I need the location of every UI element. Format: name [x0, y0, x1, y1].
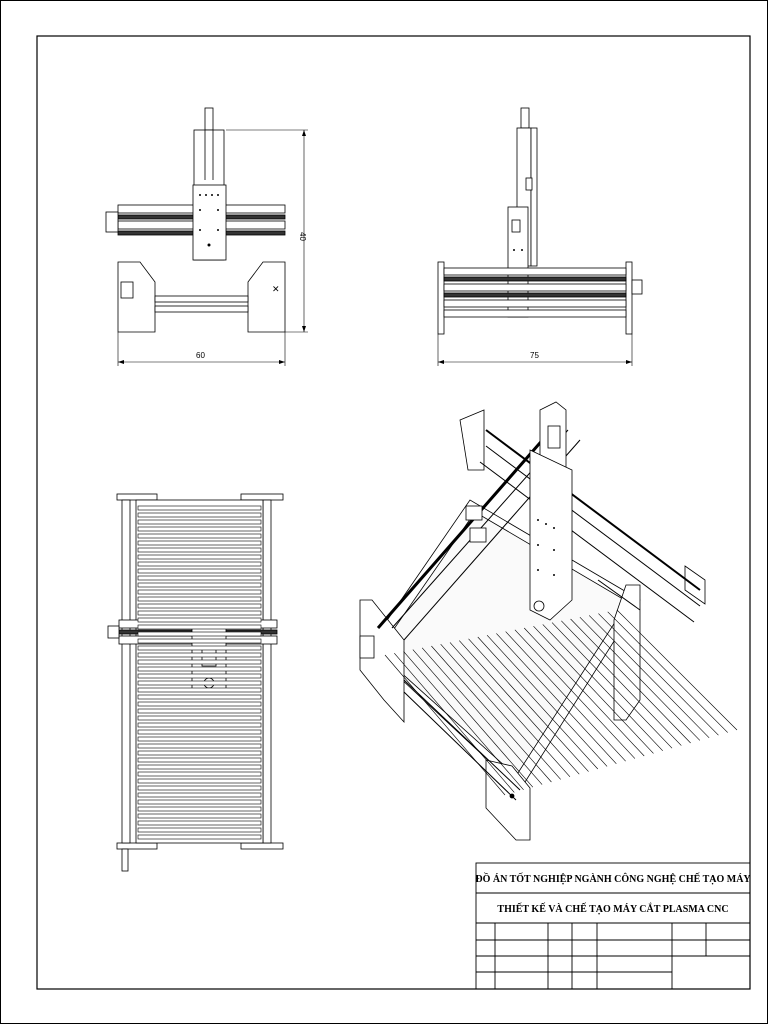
table-slat: [137, 645, 262, 651]
table-slat: [137, 820, 262, 826]
table-slat: [137, 617, 262, 623]
table-slat: [137, 680, 262, 686]
iso-table-slat: [421, 647, 543, 785]
iso-table-slat: [477, 636, 599, 770]
project-title: ĐỒ ÁN TỐT NGHIỆP NGÀNH CÔNG NGHỆ CHẾ TẠO…: [475, 872, 751, 885]
drawing-frame: [36, 35, 751, 990]
side-width-dimension: 75: [530, 351, 539, 360]
side-view: [437, 107, 643, 366]
table-slat: [137, 589, 262, 595]
table-slat: [137, 652, 262, 658]
isometric-view: [359, 401, 706, 841]
table-slat: [137, 610, 262, 616]
iso-table-slat: [468, 638, 589, 772]
table-slat: [137, 827, 262, 833]
iso-table-slat: [579, 616, 701, 741]
table-slat: [137, 792, 262, 798]
table-slat: [137, 757, 262, 763]
table-slat: [137, 582, 262, 588]
table-slat: [137, 603, 262, 609]
table-slat: [137, 505, 262, 511]
table-slat: [137, 659, 262, 665]
iso-table-slat: [598, 613, 719, 736]
table-slat: [137, 708, 262, 714]
table-slat: [137, 533, 262, 539]
table-slat: [137, 771, 262, 777]
iso-table-slat: [431, 645, 552, 783]
table-slat: [137, 806, 262, 812]
table-slat: [137, 764, 262, 770]
iso-table-slat: [440, 644, 561, 780]
table-slat: [137, 834, 262, 840]
table-slat: [137, 547, 262, 553]
table-slat: [137, 701, 262, 707]
iso-table-slat: [394, 653, 515, 793]
iso-table-slat: [588, 615, 710, 739]
front-height-dimension: 40: [298, 232, 307, 241]
iso-table-slat: [514, 629, 636, 759]
table-slat: [137, 736, 262, 742]
table-slat: [137, 813, 262, 819]
front-view: ✕: [105, 107, 308, 366]
table-slat: [137, 715, 262, 721]
iso-table-slat: [505, 631, 626, 762]
table-slat: [137, 799, 262, 805]
iso-table-slat: [570, 618, 691, 744]
iso-table-slat: [561, 620, 682, 746]
table-slat: [137, 687, 262, 693]
iso-table-slat: [542, 624, 663, 752]
table-slat: [137, 526, 262, 532]
iso-table-slat: [496, 633, 617, 765]
iso-table-slat: [533, 625, 654, 754]
table-slat: [137, 568, 262, 574]
iso-table-slat: [486, 634, 608, 767]
title-block: [475, 862, 751, 990]
iso-table-slat: [412, 649, 534, 788]
table-slat: [137, 750, 262, 756]
table-slat: [137, 778, 262, 784]
table-slats: [137, 505, 262, 840]
table-slat: [137, 666, 262, 672]
isometric-table-slats: [384, 609, 738, 796]
table-slat: [137, 785, 262, 791]
iso-table-slat: [616, 609, 738, 731]
table-slat: [137, 554, 262, 560]
table-slat: [137, 694, 262, 700]
table-slat: [137, 729, 262, 735]
table-slat: [137, 596, 262, 602]
table-slat: [137, 519, 262, 525]
iso-table-slat: [607, 611, 728, 733]
table-slat: [137, 722, 262, 728]
table-slat: [137, 540, 262, 546]
table-slat: [137, 575, 262, 581]
table-slat: [137, 561, 262, 567]
iso-table-slat: [403, 651, 524, 790]
iso-table-slat: [551, 622, 673, 749]
table-slat: [137, 512, 262, 518]
table-slat: [137, 673, 262, 679]
table-slat: [137, 624, 262, 630]
iso-table-slat: [384, 654, 506, 796]
drawing-title: THIẾT KẾ VÀ CHẾ TẠO MÁY CẮT PLASMA CNC: [497, 902, 728, 915]
table-slat: [137, 743, 262, 749]
front-width-dimension: 60: [196, 351, 205, 360]
iso-table-slat: [459, 640, 580, 775]
iso-table-slat: [523, 627, 645, 757]
iso-table-slat: [449, 642, 571, 777]
table-slat: [137, 631, 262, 637]
table-slat: [137, 638, 262, 644]
svg-text:✕: ✕: [272, 284, 280, 294]
